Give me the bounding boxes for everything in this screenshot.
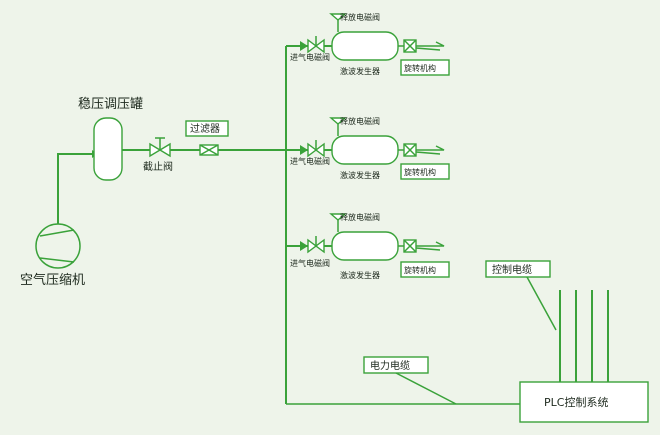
intake-valve-label: 进气电磁阀 [290, 156, 330, 166]
stop-valve-icon [149, 137, 171, 158]
filter: 过滤器 [185, 120, 229, 156]
plc-control-system: PLC控制系统 [519, 381, 649, 423]
release-valve: 释放电磁阀 [329, 212, 380, 232]
unit-1: 进气电磁阀 释放电磁阀 激波发生器 旋转机构 [286, 12, 450, 76]
rotator-label: 旋转机构 [404, 63, 436, 73]
solenoid-valve-icon [307, 236, 325, 254]
compressor: 空气压缩机 [20, 223, 85, 288]
shock-generator [331, 231, 399, 261]
control-cable: 控制电缆 [485, 260, 609, 382]
pressure-tank: 稳压调压罐 [78, 96, 143, 181]
compressor-icon [35, 223, 81, 269]
stop-valve-label: 截止阀 [143, 160, 173, 173]
release-valve-label: 释放电磁阀 [340, 212, 380, 222]
release-valve-label: 释放电磁阀 [340, 12, 380, 22]
release-valve: 释放电磁阀 [329, 12, 380, 32]
solenoid-valve-icon [307, 36, 325, 54]
unit-3: 进气电磁阀 释放电磁阀 激波发生器 旋转机构 [286, 212, 450, 280]
rotator-label: 旋转机构 [404, 265, 436, 275]
control-cable-label: 控制电缆 [492, 263, 532, 276]
shock-generator [331, 135, 399, 165]
power-cable: 电力电缆 [363, 356, 457, 405]
generator-label: 激波发生器 [340, 170, 380, 180]
compressor-label: 空气压缩机 [20, 272, 85, 288]
pipe-compressor-to-tank [57, 153, 92, 224]
intake-valve-label: 进气电磁阀 [290, 52, 330, 62]
release-valve: 释放电磁阀 [329, 116, 380, 136]
filter-icon [199, 144, 219, 156]
release-valve-label: 释放电磁阀 [340, 116, 380, 126]
generator-label: 激波发生器 [340, 270, 380, 280]
tank-label: 稳压调压罐 [78, 96, 143, 112]
generator-label: 激波发生器 [340, 66, 380, 76]
rotator-label: 旋转机构 [404, 167, 436, 177]
shock-generator [331, 31, 399, 61]
power-cable-label: 电力电缆 [370, 359, 410, 372]
filter-label: 过滤器 [190, 122, 220, 135]
plc-label: PLC控制系统 [544, 395, 608, 409]
solenoid-valve-icon [307, 140, 325, 158]
intake-valve-label: 进气电磁阀 [290, 258, 330, 268]
unit-2: 进气电磁阀 释放电磁阀 激波发生器 旋转机构 [286, 116, 450, 180]
